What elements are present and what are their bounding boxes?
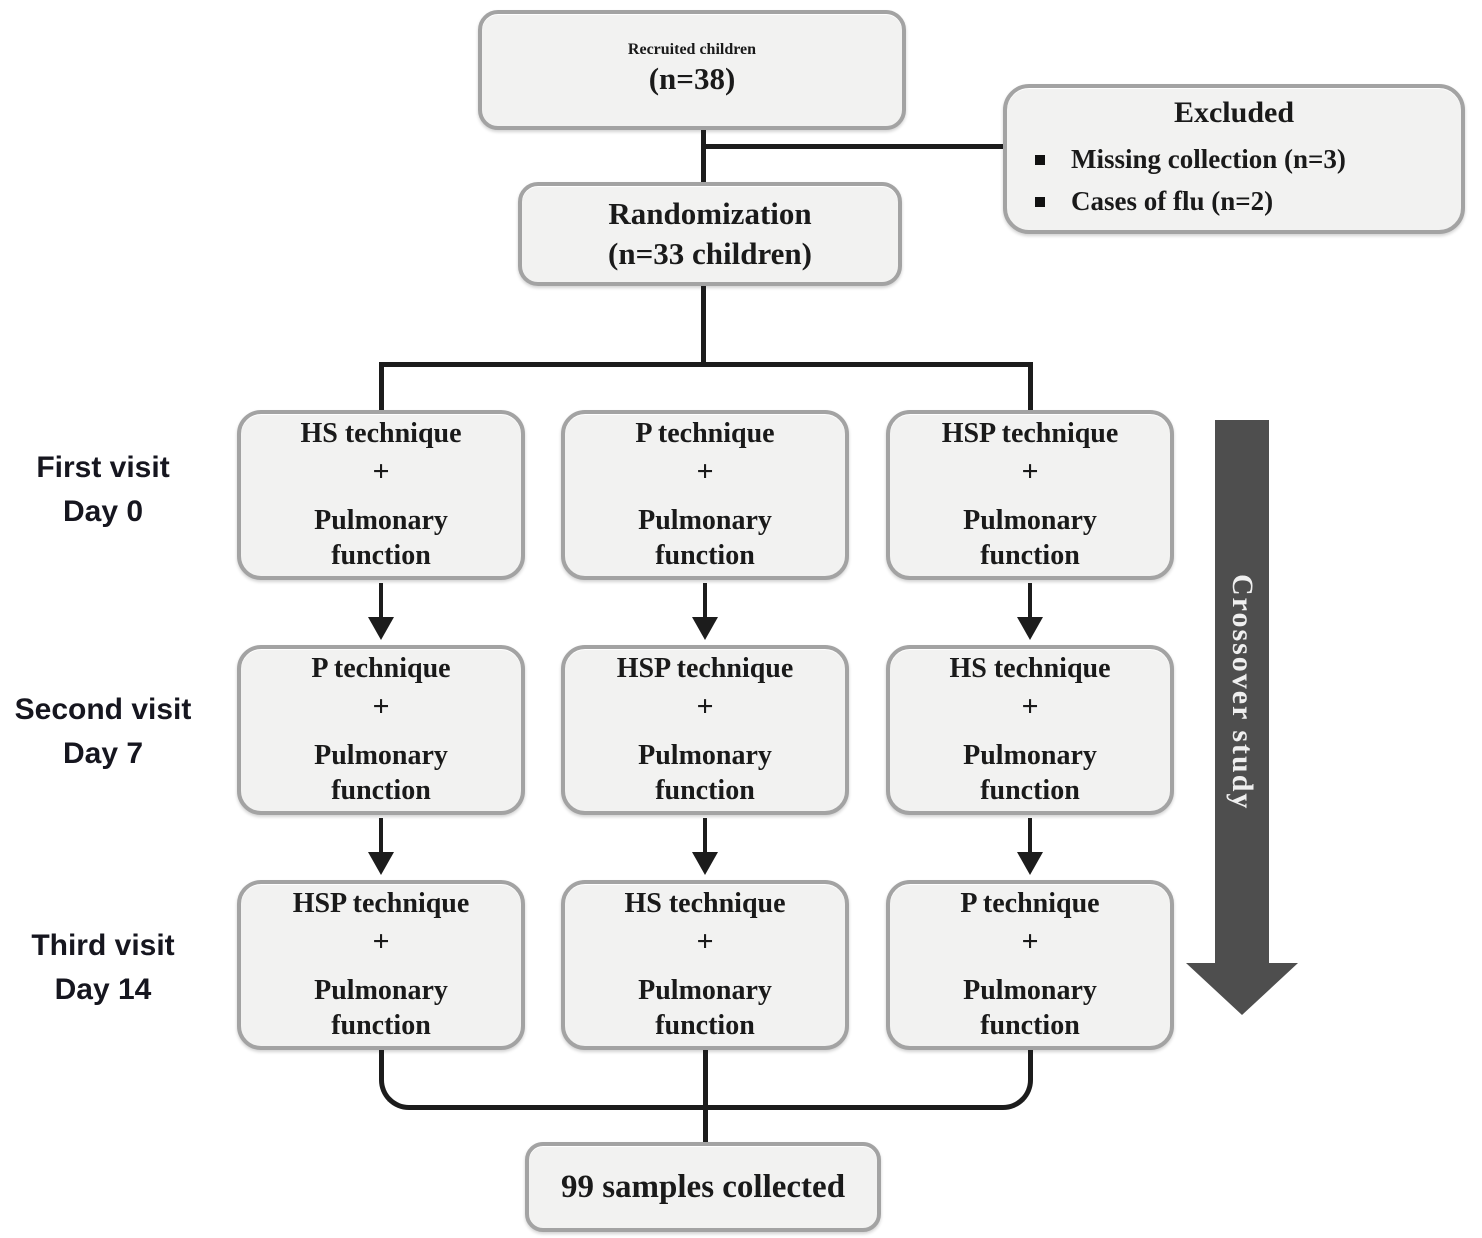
plus-sign: + — [696, 455, 714, 489]
plus-sign: + — [372, 925, 390, 959]
label-third-visit-line2: Day 14 — [54, 972, 152, 1006]
samples-collected-text: 99 samples collected — [560, 1168, 846, 1205]
arrow-line — [379, 818, 383, 854]
connector-branch-excluded — [701, 144, 1005, 149]
technique-name: HS technique — [624, 887, 786, 919]
pulmonary-text: Pulmonary — [314, 975, 448, 1007]
pulmonary-text: Pulmonary — [314, 505, 448, 537]
arrow-down-icon — [368, 617, 394, 640]
visit2-box-p: P technique + Pulmonary function — [237, 645, 525, 815]
merge-elbow-right — [703, 1050, 1033, 1110]
technique-name: HSP technique — [616, 652, 794, 684]
excluded-item: Missing collection (n=3) — [1007, 139, 1461, 181]
crossover-arrow: Crossover study — [1215, 420, 1269, 965]
visit1-box-p: P technique + Pulmonary function — [561, 410, 849, 580]
bullet-icon — [1035, 196, 1045, 207]
visit3-box-p: P technique + Pulmonary function — [886, 880, 1174, 1050]
arrow-line — [703, 583, 707, 619]
technique-name: P technique — [960, 887, 1100, 919]
randomization-box: Randomization (n=33 children) — [518, 182, 902, 286]
arrow-line — [1028, 583, 1032, 619]
pulmonary-text: Pulmonary — [314, 740, 448, 772]
function-text: function — [980, 540, 1080, 572]
plus-sign: + — [1021, 455, 1039, 489]
randomization-line2: (n=33 children) — [608, 236, 812, 271]
visit2-box-hs: HS technique + Pulmonary function — [886, 645, 1174, 815]
crossover-arrowhead-icon — [1186, 963, 1298, 1015]
crossover-label: Crossover study — [1226, 574, 1259, 811]
plus-sign: + — [1021, 925, 1039, 959]
label-first-visit: First visit Day 0 — [3, 446, 203, 533]
technique-name: P technique — [311, 652, 451, 684]
recruited-line2: (n=38) — [648, 60, 736, 96]
arrow-line — [379, 583, 383, 619]
plus-sign: + — [696, 690, 714, 724]
plus-sign: + — [372, 690, 390, 724]
technique-name: P technique — [635, 417, 775, 449]
function-text: function — [331, 540, 431, 572]
label-first-visit-line2: Day 0 — [62, 494, 144, 528]
arrow-down-icon — [1017, 852, 1043, 875]
visit3-box-hs: HS technique + Pulmonary function — [561, 880, 849, 1050]
function-text: function — [980, 1010, 1080, 1042]
visit2-box-hsp: HSP technique + Pulmonary function — [561, 645, 849, 815]
arrow-line — [703, 818, 707, 854]
pulmonary-text: Pulmonary — [963, 975, 1097, 1007]
randomization-line1: Randomization — [608, 195, 812, 231]
pulmonary-text: Pulmonary — [963, 740, 1097, 772]
arrow-down-icon — [1017, 617, 1043, 640]
recruited-children-box: Recruited children (n=38) — [478, 10, 906, 130]
technique-name: HSP technique — [292, 887, 470, 919]
function-text: function — [655, 1010, 755, 1042]
merge-center-stub — [703, 1050, 708, 1160]
visit1-box-hsp: HSP technique + Pulmonary function — [886, 410, 1174, 580]
function-text: function — [655, 775, 755, 807]
split-stub-right — [1028, 362, 1033, 410]
pulmonary-text: Pulmonary — [638, 505, 772, 537]
function-text: function — [331, 775, 431, 807]
plus-sign: + — [1021, 690, 1039, 724]
visit1-box-hs: HS technique + Pulmonary function — [237, 410, 525, 580]
excluded-item-text: Missing collection (n=3) — [1071, 144, 1346, 175]
pulmonary-text: Pulmonary — [638, 975, 772, 1007]
label-second-visit-line2: Day 7 — [62, 736, 144, 770]
excluded-item-text: Cases of flu (n=2) — [1071, 186, 1274, 216]
technique-name: HS technique — [300, 417, 462, 449]
excluded-item: Cases of flu (n=2) — [1007, 181, 1461, 223]
plus-sign: + — [696, 925, 714, 959]
visit3-box-hsp: HSP technique + Pulmonary function — [237, 880, 525, 1050]
split-stub-left — [379, 362, 384, 410]
pulmonary-text: Pulmonary — [638, 740, 772, 772]
pulmonary-text: Pulmonary — [963, 505, 1097, 537]
label-second-visit: Second visit Day 7 — [3, 688, 203, 775]
excluded-box: Excluded Missing collection (n=3) Cases … — [1003, 84, 1465, 234]
samples-collected-box: 99 samples collected — [525, 1142, 881, 1232]
function-text: function — [331, 1010, 431, 1042]
label-third-visit-line1: Third visit — [31, 929, 175, 962]
split-horizontal-line — [379, 362, 1033, 367]
plus-sign: + — [372, 455, 390, 489]
label-second-visit-line1: Second visit — [14, 693, 192, 726]
connector-recruited-randomization — [701, 130, 706, 182]
connector-randomization-split — [701, 286, 706, 366]
excluded-title: Excluded — [1173, 96, 1295, 130]
recruited-line1: Recruited children — [627, 40, 757, 58]
function-text: function — [980, 775, 1080, 807]
bullet-icon — [1035, 155, 1045, 166]
function-text: function — [655, 540, 755, 572]
technique-name: HSP technique — [941, 417, 1119, 449]
arrow-down-icon — [692, 852, 718, 875]
technique-name: HS technique — [949, 652, 1111, 684]
arrow-down-icon — [692, 617, 718, 640]
merge-elbow-left — [379, 1050, 705, 1110]
label-third-visit: Third visit Day 14 — [3, 924, 203, 1011]
label-first-visit-line1: First visit — [36, 451, 170, 484]
arrow-line — [1028, 818, 1032, 854]
arrow-down-icon — [368, 852, 394, 875]
